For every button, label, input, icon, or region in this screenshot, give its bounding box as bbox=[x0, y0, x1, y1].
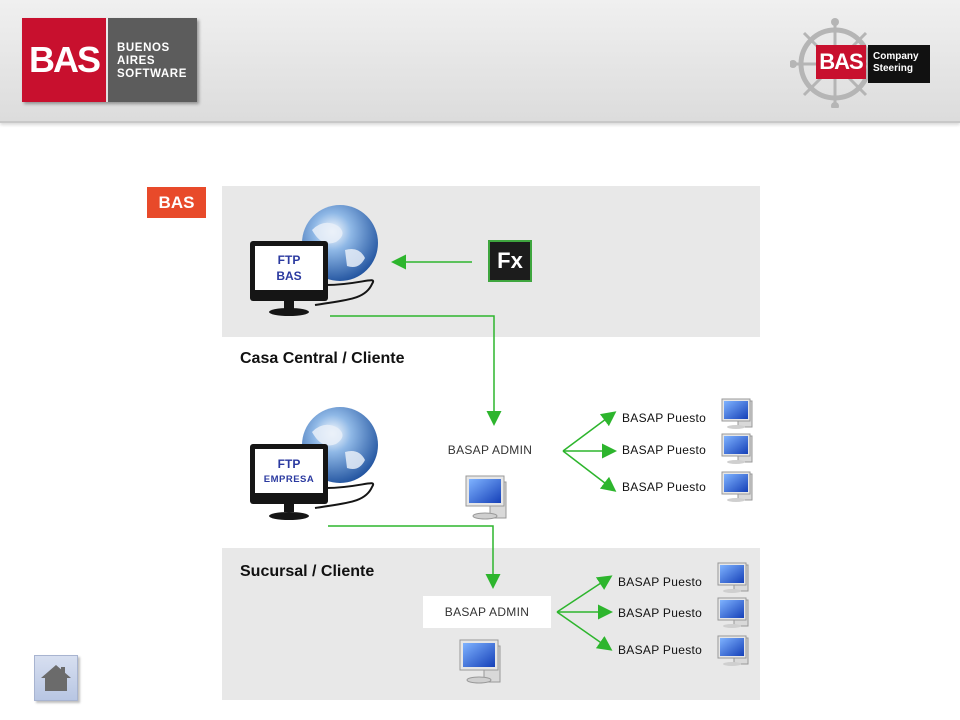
bas-logo-mark: BAS bbox=[22, 18, 106, 102]
fx-icon: Fx bbox=[488, 240, 532, 282]
steering-logo-mark: BAS bbox=[816, 45, 866, 79]
steering-line-2: Steering bbox=[873, 63, 914, 74]
sucursal-title: Sucursal / Cliente bbox=[240, 563, 375, 580]
bas-logo-text-block: BUENOS AIRES SOFTWARE bbox=[108, 18, 197, 102]
casa-central-title: Casa Central / Cliente bbox=[240, 350, 405, 367]
basap-puesto-bottom-1: BASAP Puesto bbox=[618, 575, 703, 589]
computer-icon bbox=[465, 475, 507, 520]
computer-icon bbox=[459, 639, 501, 684]
ftp-bas-label: FTP BAS bbox=[255, 252, 323, 284]
steering-line-1: Company bbox=[873, 51, 919, 62]
computer-icon bbox=[717, 562, 749, 593]
computer-icon bbox=[721, 471, 753, 502]
basap-puesto-bottom-3: BASAP Puesto bbox=[618, 643, 703, 657]
logo-line-3: SOFTWARE bbox=[117, 68, 187, 80]
computer-icon bbox=[717, 635, 749, 666]
monitor-icon bbox=[250, 444, 328, 520]
logo-line-1: BUENOS bbox=[117, 42, 170, 54]
basap-admin-top: BASAP ADMIN bbox=[427, 435, 553, 465]
computer-icon bbox=[721, 433, 753, 464]
basap-admin-bottom: BASAP ADMIN bbox=[423, 596, 551, 628]
basap-puesto-top-1: BASAP Puesto bbox=[622, 411, 707, 425]
ftp-empresa-line-2: EMPRESA bbox=[263, 474, 315, 485]
basap-puesto-bottom-2: BASAP Puesto bbox=[618, 606, 703, 620]
ftp-bas-line-1: FTP bbox=[277, 253, 301, 267]
company-steering-logo: BAS Company Steering bbox=[790, 18, 935, 108]
bas-tag: BAS bbox=[147, 187, 206, 218]
steering-logo-text: Company Steering bbox=[868, 45, 930, 83]
computer-icon bbox=[721, 398, 753, 429]
home-button[interactable] bbox=[34, 655, 78, 701]
ftp-bas-line-2: BAS bbox=[276, 269, 302, 283]
connector-lines bbox=[328, 254, 617, 651]
bas-logo-left: BAS BUENOS AIRES SOFTWARE bbox=[22, 18, 197, 102]
header-bar: BAS BUENOS AIRES SOFTWARE BAS Company St… bbox=[0, 0, 960, 123]
computer-icon bbox=[717, 597, 749, 628]
monitor-icon bbox=[250, 241, 328, 316]
logo-line-2: AIRES bbox=[117, 55, 156, 67]
home-icon bbox=[41, 665, 71, 691]
ftp-empresa-label: FTP EMPRESA bbox=[255, 456, 323, 488]
ftp-empresa-line-1: FTP bbox=[277, 457, 301, 471]
basap-puesto-top-3: BASAP Puesto bbox=[622, 480, 707, 494]
basap-puesto-top-2: BASAP Puesto bbox=[622, 443, 707, 457]
